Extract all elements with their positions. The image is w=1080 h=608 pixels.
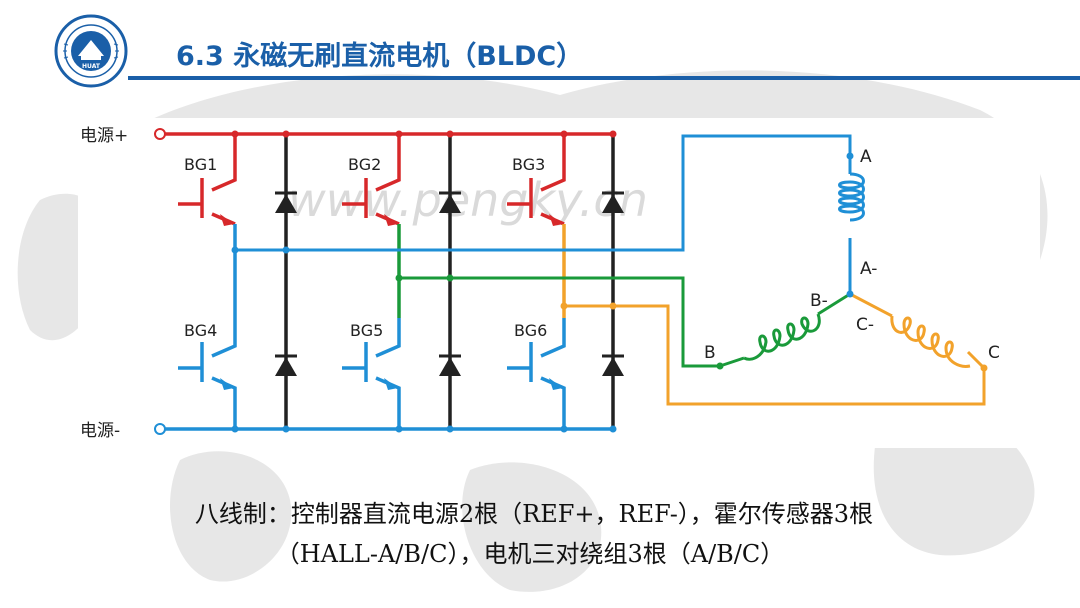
transistor-bg1-label: BG1: [184, 155, 217, 174]
university-logo: HUAT: [54, 14, 128, 88]
page-title: 6.3 永磁无刷直流电机（BLDC）: [176, 41, 584, 72]
power-minus-label: 电源-: [80, 421, 120, 441]
phase-b-wire: [399, 276, 720, 368]
title-underline: [128, 76, 1080, 80]
phase-c-wire: [564, 304, 986, 406]
terminal-a-label: A: [860, 147, 872, 167]
terminal-b-minus-label: B-: [810, 291, 828, 311]
caption-line-2: （HALL-A/B/C），电机三对绕组3根（A/B/C）: [275, 540, 785, 568]
transistor-bg6-label: BG6: [514, 321, 547, 340]
leg-a: BG1 BG4: [178, 130, 297, 433]
power-plus-label: 电源+: [80, 126, 128, 146]
transistor-bg4-label: BG4: [184, 321, 217, 340]
winding-b: [719, 292, 851, 368]
bldc-driver-circuit-diagram: www.pengky.cn 电源+ 电源- BG1 BG4: [78, 118, 1040, 448]
phase-a-wire: [235, 134, 852, 252]
winding-c: [849, 292, 986, 370]
leg-b: BG2 BG5: [342, 130, 461, 433]
caption-line-1: 八线制：控制器直流电源2根（REF+，REF-），霍尔传感器3根: [194, 500, 874, 528]
terminal-a-minus-label: A-: [860, 259, 877, 279]
transistor-bg3-label: BG3: [512, 155, 545, 174]
watermark-text: www.pengky.cn: [288, 173, 648, 227]
transistor-bg5-label: BG5: [350, 321, 383, 340]
terminal-c-label: C: [988, 343, 1000, 363]
logo-text: HUAT: [82, 63, 101, 70]
transistor-bg2-label: BG2: [348, 155, 381, 174]
terminal-b-label: B: [704, 343, 716, 363]
terminal-c-minus-label: C-: [856, 315, 874, 335]
leg-c: BG3 BG6: [507, 130, 624, 433]
